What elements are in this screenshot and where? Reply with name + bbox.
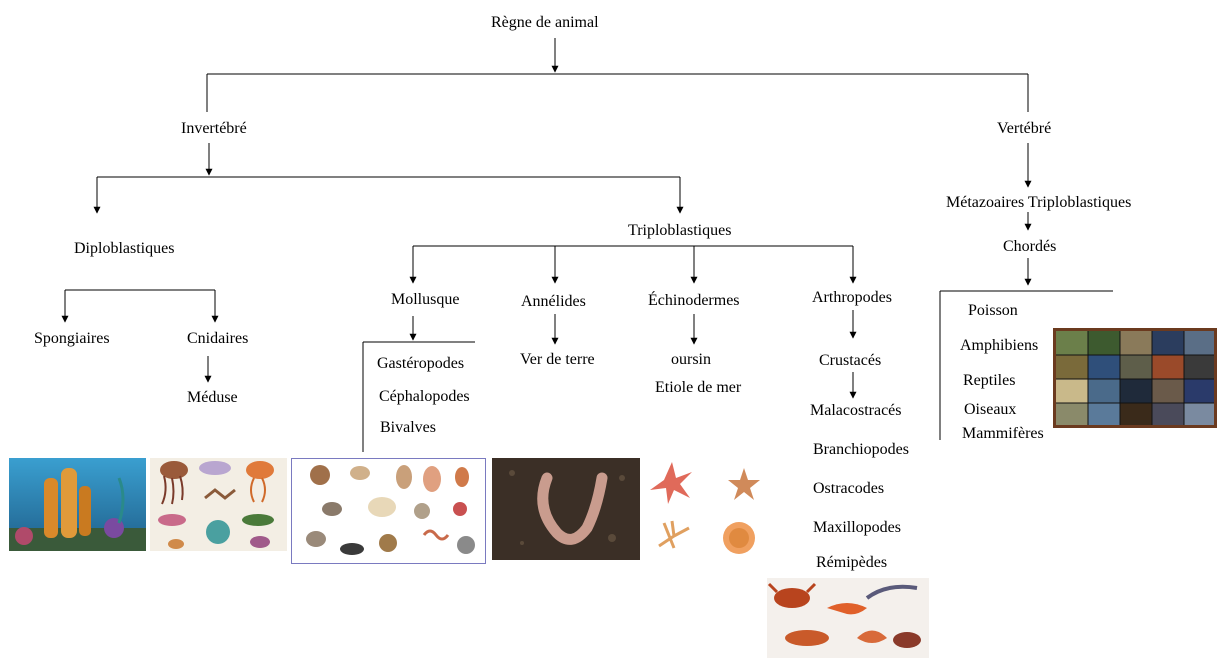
node-chordes: Chordés bbox=[1003, 238, 1056, 256]
arthropodes-item-branchiopodes: Branchiopodes bbox=[813, 441, 909, 459]
sponge-illustration bbox=[9, 458, 146, 551]
vertebre-item-reptiles: Reptiles bbox=[963, 372, 1015, 390]
node-vertebre: Vertébré bbox=[997, 120, 1051, 138]
mollusque-item-bivalves: Bivalves bbox=[380, 419, 436, 437]
node-mollusque: Mollusque bbox=[391, 291, 459, 309]
shells-collage bbox=[292, 459, 485, 563]
vertebre-item-poisson: Poisson bbox=[968, 302, 1018, 320]
node-regne-animal: Règne de animal bbox=[491, 14, 599, 32]
jellyfish-drawings bbox=[150, 458, 287, 551]
starfish-photo bbox=[644, 458, 772, 566]
echinodermes-item-etoile: Etiole de mer bbox=[655, 379, 741, 397]
node-echinodermes: Échinodermes bbox=[648, 292, 740, 310]
vertebre-item-amphibiens: Amphibiens bbox=[960, 337, 1038, 355]
node-metazoaires: Métazoaires Triploblastiques bbox=[946, 194, 1131, 212]
earthworm-illustration bbox=[492, 458, 640, 560]
cnidaria-illustration bbox=[150, 458, 287, 551]
vertebrates-photo-mosaic bbox=[1053, 328, 1217, 428]
node-invertebre: Invertébré bbox=[181, 120, 247, 138]
mollusc-photo bbox=[291, 458, 486, 564]
arthropodes-item-maxillopodes: Maxillopodes bbox=[813, 519, 901, 537]
crustaceans-illustration bbox=[767, 578, 929, 658]
arthropodes-item-remipedes: Rémipèdes bbox=[816, 554, 887, 572]
node-crustaces: Crustacés bbox=[819, 352, 881, 370]
echinodermes-item-oursin: oursin bbox=[671, 351, 711, 369]
echinoderms-illustration bbox=[644, 458, 772, 566]
mosaic-tiles bbox=[1056, 331, 1214, 425]
crustaceans-photo bbox=[767, 578, 929, 658]
earthworm-photo bbox=[492, 458, 640, 560]
node-annelides: Annélides bbox=[521, 293, 586, 311]
node-arthropodes: Arthropodes bbox=[812, 289, 892, 307]
node-triploblastiques: Triploblastiques bbox=[628, 222, 731, 240]
vertebre-item-oiseaux: Oiseaux bbox=[964, 401, 1016, 419]
node-diploblastiques: Diploblastiques bbox=[74, 240, 174, 258]
arthropodes-item-ostracodes: Ostracodes bbox=[813, 480, 884, 498]
sponge-photo bbox=[9, 458, 146, 551]
arthropodes-item-malacostraces: Malacostracés bbox=[810, 402, 902, 420]
vertebre-item-mammiferes: Mammifères bbox=[962, 425, 1044, 443]
node-meduse: Méduse bbox=[187, 389, 238, 407]
node-ver-de-terre: Ver de terre bbox=[520, 351, 595, 369]
node-cnidaires: Cnidaires bbox=[187, 330, 248, 348]
mollusque-item-gasteropodes: Gastéropodes bbox=[377, 355, 464, 373]
node-spongiaires: Spongiaires bbox=[34, 330, 110, 348]
mollusque-item-cephalopodes: Céphalopodes bbox=[379, 388, 470, 406]
